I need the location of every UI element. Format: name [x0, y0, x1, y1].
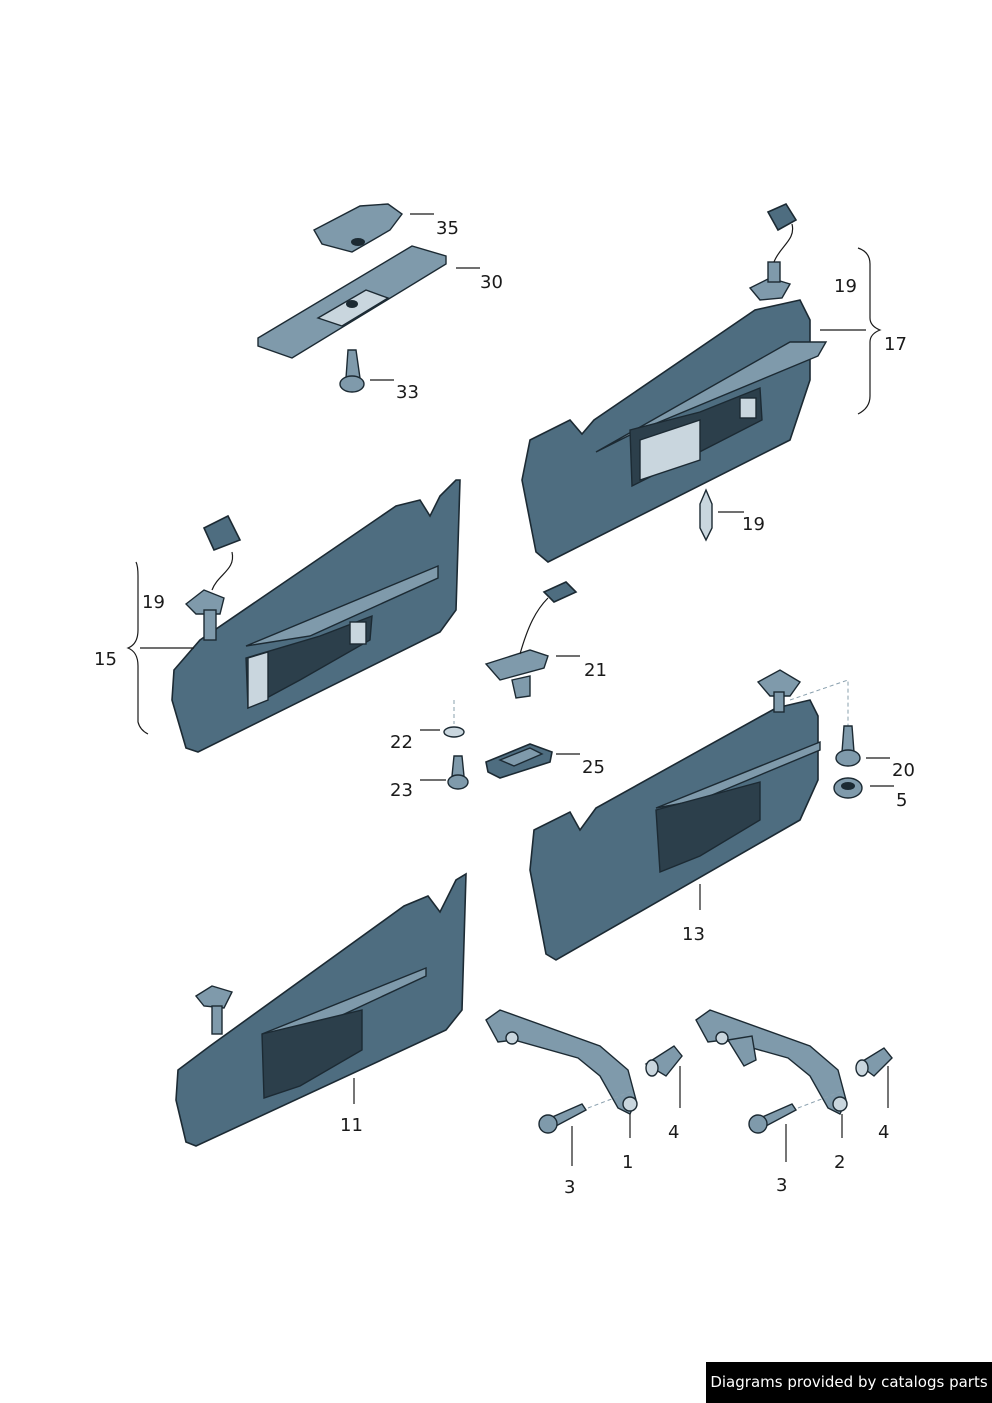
- part-25-cover: [485, 743, 553, 779]
- label-25: 25: [582, 757, 605, 778]
- part-33-screw: [339, 349, 365, 393]
- label-20: 20: [892, 760, 915, 781]
- part-21-lamp-holder: [484, 581, 578, 699]
- part-2-grab-handle: [695, 1009, 848, 1115]
- part-11-sun-visor: [175, 872, 467, 1147]
- part-17-sun-visor: [521, 299, 828, 563]
- part-4-clip-b: [855, 1047, 893, 1077]
- part-15-sun-visor: [171, 479, 461, 753]
- label-4: 4: [668, 1122, 679, 1143]
- label-1: 1: [622, 1152, 633, 1173]
- part-19-bulb: [699, 488, 713, 542]
- label-30: 30: [480, 272, 503, 293]
- label-35: 35: [436, 218, 459, 239]
- part-30-mounting-plate: [257, 245, 447, 359]
- part-20-screw: [835, 725, 861, 767]
- label-19-right: 19: [834, 276, 857, 297]
- part-13-sun-visor: [529, 699, 821, 961]
- part-labels: 35 30 33 19 17 19 19 15 21 22 23 25 20 5…: [94, 218, 915, 1198]
- credit-badge: Diagrams provided by catalogs parts: [706, 1362, 992, 1403]
- label-5: 5: [896, 790, 907, 811]
- label-13: 13: [682, 924, 705, 945]
- label-19-bulb: 19: [742, 514, 765, 535]
- label-19-left: 19: [142, 592, 165, 613]
- label-3-b: 3: [776, 1175, 787, 1196]
- label-4-b: 4: [878, 1122, 889, 1143]
- part-1-grab-handle: [485, 1009, 638, 1115]
- part-35-clip: [313, 203, 403, 253]
- part-22-washer: [443, 700, 465, 738]
- label-33: 33: [396, 382, 419, 403]
- label-17: 17: [884, 334, 907, 355]
- part-3-screw-b: [748, 1091, 841, 1134]
- leader-lines: [126, 213, 894, 1166]
- part-23-screw: [447, 755, 469, 790]
- part-19-visor-holder: [748, 202, 798, 301]
- label-21: 21: [584, 660, 607, 681]
- part-3-screw: [538, 1091, 631, 1134]
- label-15: 15: [94, 649, 117, 670]
- part-19-visor-holder-left: [184, 514, 242, 641]
- part-4-clip: [644, 1045, 683, 1077]
- part-13-holder: [756, 669, 849, 726]
- label-2: 2: [834, 1152, 845, 1173]
- label-11: 11: [340, 1115, 363, 1136]
- part-5-nut: [833, 777, 863, 799]
- label-3: 3: [564, 1177, 575, 1198]
- label-23: 23: [390, 780, 413, 801]
- label-22: 22: [390, 732, 413, 753]
